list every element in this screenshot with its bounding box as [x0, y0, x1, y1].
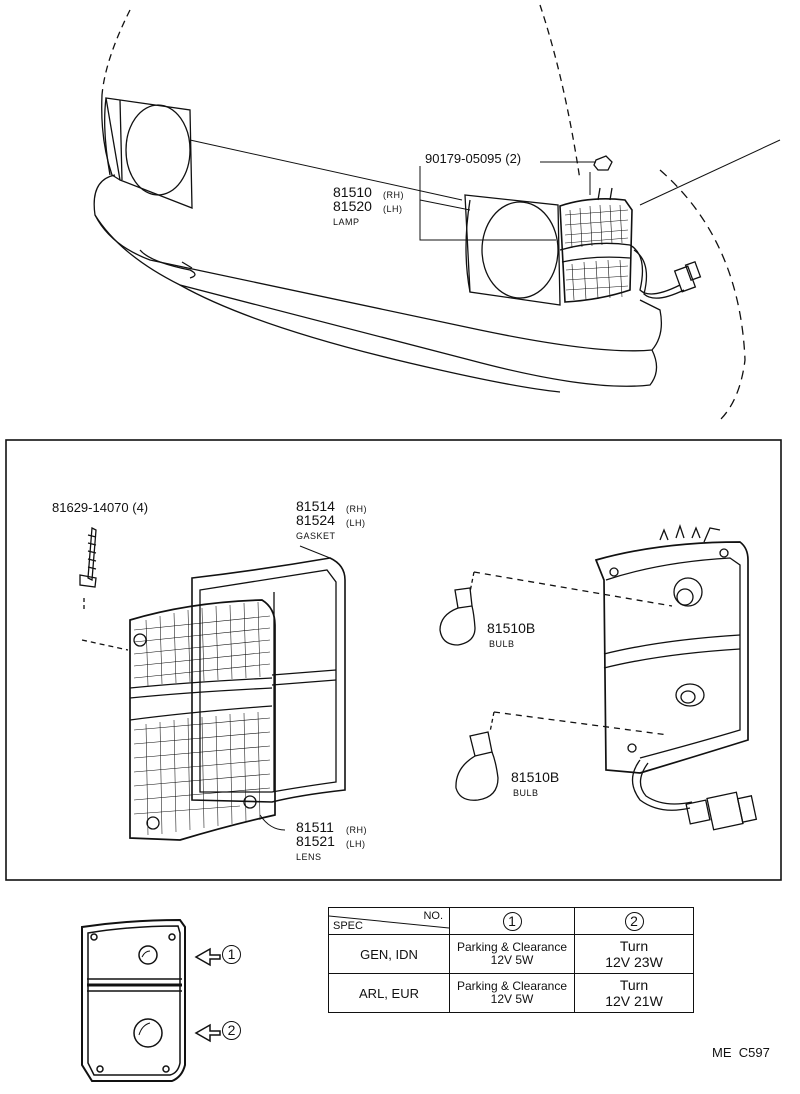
arrow-1-icon: [194, 947, 221, 967]
screw-icon: [79, 526, 97, 588]
arrow-2-label: 2: [222, 1021, 241, 1040]
figure-code: ME C597: [712, 1045, 770, 1060]
spec-header-no: NO.: [423, 910, 443, 922]
gasket-lh-side-label: (LH): [346, 518, 366, 528]
lamp-lh-part-number: 81520: [333, 198, 372, 214]
lamp-front-view: [81, 918, 221, 1082]
exploded-view-illustration: [5, 439, 782, 881]
lamp-name-label: LAMP: [333, 217, 360, 227]
lens-rh-side-label: (RH): [346, 825, 367, 835]
gasket-name-label: GASKET: [296, 531, 336, 541]
spec-header-spec: SPEC: [333, 920, 363, 932]
spec-header-cell: NO. SPEC: [328, 907, 450, 935]
bulb-2-spec-cell: Turn 12V 21W: [574, 973, 694, 1013]
lens-lh-part-number: 81521: [296, 833, 335, 849]
gasket-rh-side-label: (RH): [346, 504, 367, 514]
bulb-small-icon: [439, 587, 476, 646]
bulb1-part-number: 81510B: [487, 620, 536, 636]
bulb-2-spec-cell: Turn 12V 23W: [574, 934, 694, 974]
lens-rh-part-number: 81511: [296, 819, 334, 835]
screw-part-label-top: 90179-05095 (2): [425, 151, 522, 166]
bulb-1-spec-cell: Parking & Clearance 12V 5W: [449, 934, 575, 974]
column-1-header: 1: [449, 907, 575, 935]
lens-lh-side-label: (LH): [346, 839, 366, 849]
arrow-2-icon: [194, 1023, 221, 1043]
bulb-spec-table: NO. SPEC 1 2 GEN, IDN Parking & Clearanc…: [328, 907, 694, 1013]
gasket-lh-part-number: 81524: [296, 512, 335, 528]
arrow-1-label: 1: [222, 945, 241, 964]
spec-cell: ARL, EUR: [328, 973, 450, 1013]
table-row: GEN, IDN Parking & Clearance 12V 5W Turn…: [328, 934, 694, 974]
diagonal-divider: [329, 915, 449, 929]
spec-cell: GEN, IDN: [328, 934, 450, 974]
bulb2-name-label: BULB: [513, 788, 539, 798]
bulb-1-spec-cell: Parking & Clearance 12V 5W: [449, 973, 575, 1013]
car-front-illustration: [93, 4, 781, 421]
bulb-large-icon: [455, 731, 499, 801]
gasket-rh-part-number: 81514: [296, 498, 335, 514]
lens-name-label: LENS: [296, 852, 322, 862]
lamp-lh-side-label: (LH): [383, 204, 403, 214]
lamp-rh-part-number: 81510: [333, 184, 372, 200]
lamp-rh-side-label: (RH): [383, 190, 404, 200]
column-2-header: 2: [574, 907, 694, 935]
table-row: ARL, EUR Parking & Clearance 12V 5W Turn…: [328, 973, 694, 1013]
bulb1-name-label: BULB: [489, 639, 515, 649]
spec-table-header-row: NO. SPEC 1 2: [328, 907, 694, 935]
screw-part-label-detail: 81629-14070 (4): [52, 500, 149, 515]
bulb2-part-number: 81510B: [511, 769, 560, 785]
